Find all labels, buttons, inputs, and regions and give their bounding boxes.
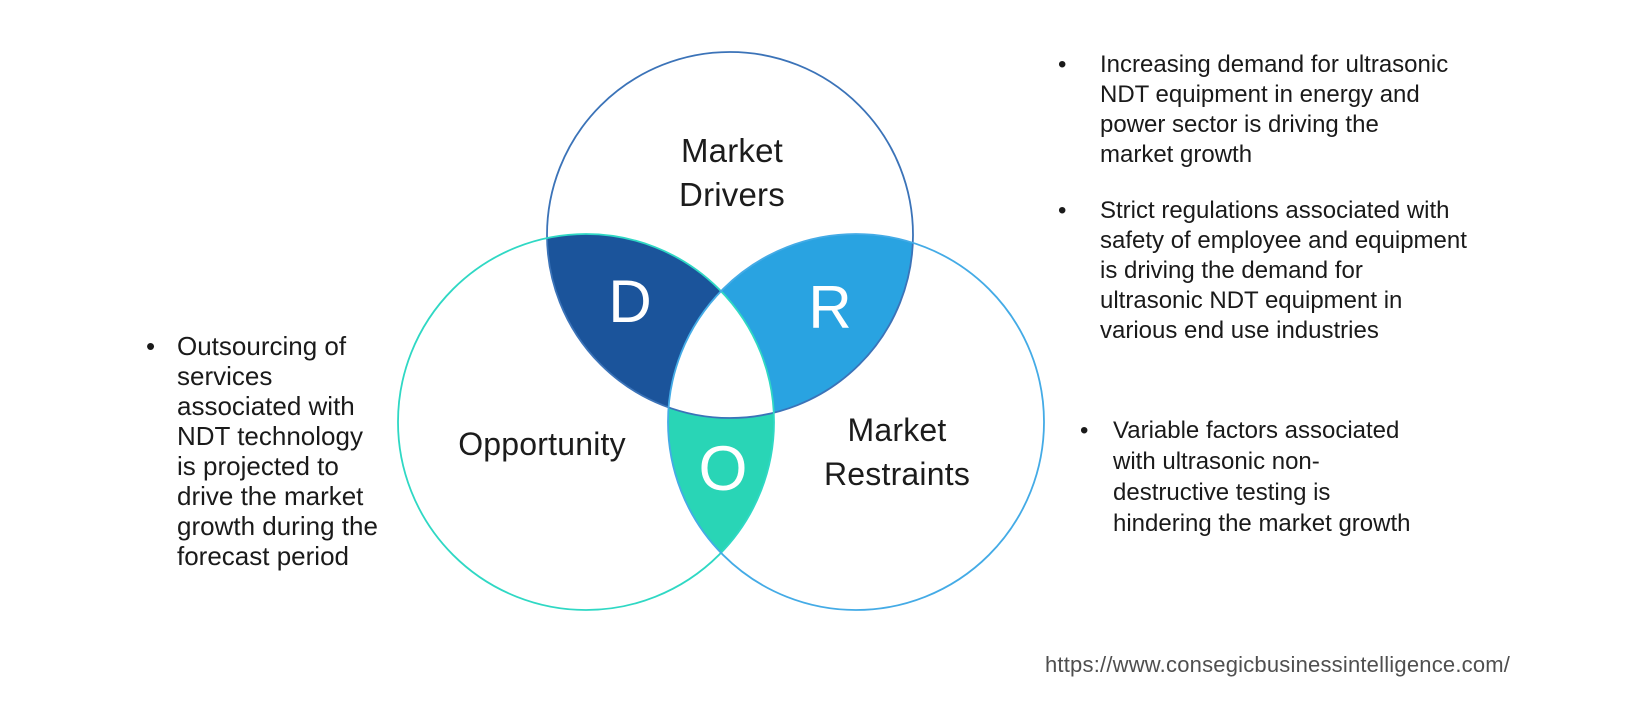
bullet-dot: • <box>1058 197 1067 224</box>
restraints-circle <box>667 233 1045 611</box>
opportunity-circle <box>397 233 775 611</box>
source-url: https://www.consegicbusinessintelligence… <box>1045 652 1511 677</box>
restraint-note: • Variable factors associated with ultra… <box>1080 415 1411 539</box>
restraint-note-text: Variable factors associated with ultraso… <box>1113 417 1411 537</box>
opportunity-note-text: Outsourcing of services associated with … <box>177 331 378 571</box>
bullet-dot: • <box>146 331 156 361</box>
driver-note-1: • Increasing demand for ultrasonic NDT e… <box>1058 50 1448 170</box>
opportunity-letter: O <box>698 434 747 504</box>
opportunity-note: • Outsourcing of services associated wit… <box>146 331 378 571</box>
opportunity-label: Opportunity <box>458 426 626 462</box>
market-drivers-label: Market Drivers <box>679 132 785 213</box>
driver-note-2: • Strict regulations associated with saf… <box>1058 196 1467 346</box>
market-restraints-label: Market Restraints <box>823 412 971 492</box>
drivers-letter: D <box>608 268 651 335</box>
restraints-letter: R <box>808 274 851 341</box>
driver-note-2-text: Strict regulations associated with safet… <box>1100 197 1467 344</box>
driver-note-1-text: Increasing demand for ultrasonic NDT equ… <box>1100 51 1449 168</box>
bullet-dot: • <box>1080 417 1089 444</box>
bullet-dot: • <box>1058 51 1067 78</box>
drivers-circle <box>546 51 914 419</box>
